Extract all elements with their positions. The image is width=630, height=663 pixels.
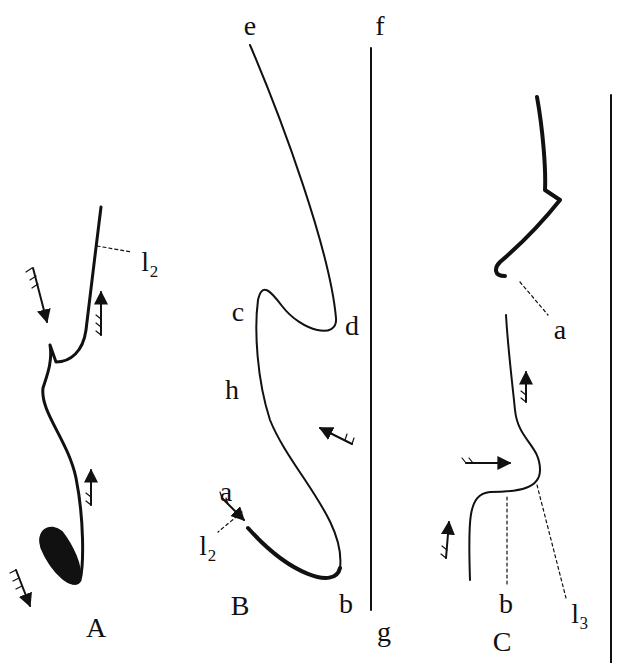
point-label: l₂: [141, 248, 159, 276]
leader-line: [520, 282, 548, 315]
point-label: a: [220, 478, 232, 506]
point-label: l₂: [199, 532, 217, 560]
curve-b-end: [248, 528, 340, 578]
thick-end: [41, 528, 81, 584]
curve-a: [41, 207, 101, 583]
point-label: b: [499, 590, 513, 618]
leader-line: [97, 246, 132, 252]
leader-line: [537, 485, 566, 598]
axis-line: [610, 95, 612, 663]
flow-arrows: [441, 372, 526, 558]
point-label: a: [554, 316, 566, 344]
point-label: b: [339, 590, 353, 618]
point-label: c: [232, 298, 244, 326]
curve-c-bottom: [469, 315, 540, 580]
point-label: h: [225, 376, 239, 404]
point-label: l₃: [571, 600, 589, 628]
flow-arrows: [10, 268, 101, 606]
curve-c-top: [496, 97, 560, 276]
axis-line: [370, 48, 372, 610]
point-label: g: [377, 618, 391, 646]
curve-b: [250, 45, 340, 568]
figure-letter: C: [493, 628, 512, 656]
point-label: d: [345, 312, 359, 340]
point-label: f: [375, 12, 384, 40]
point-label: e: [244, 12, 256, 40]
leader-line: [506, 497, 507, 585]
flow-arrows: [220, 428, 354, 520]
figure-letter: B: [231, 592, 250, 620]
figure-letter: A: [86, 614, 106, 642]
